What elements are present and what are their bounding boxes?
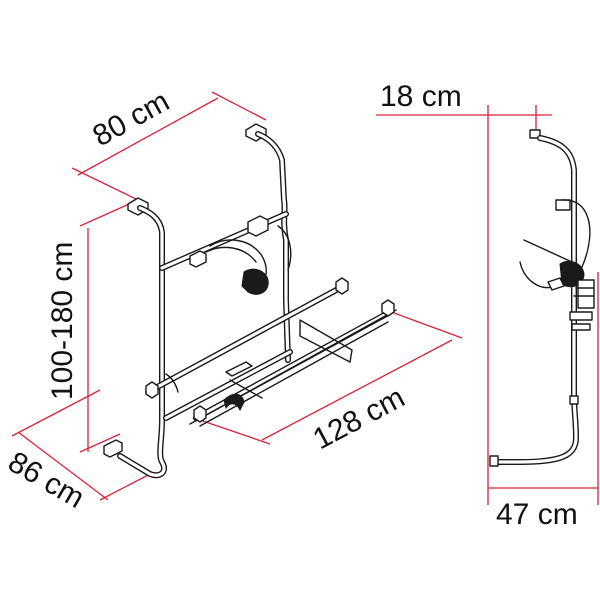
bottom-foot (103, 439, 123, 458)
label-height: 100-180 cm (46, 242, 79, 400)
dimension-lines-side (376, 105, 599, 505)
label-width-top: 80 cm (87, 85, 174, 153)
label-side-offset: 18 cm (380, 80, 462, 113)
label-rail-length: 128 cm (308, 381, 410, 456)
dimension-lines-front (11, 91, 463, 501)
carrier-front-view (103, 123, 397, 479)
label-side-depth: 47 cm (496, 498, 578, 531)
carrier-side-view (489, 129, 595, 467)
label-depth: 86 cm (3, 445, 90, 514)
